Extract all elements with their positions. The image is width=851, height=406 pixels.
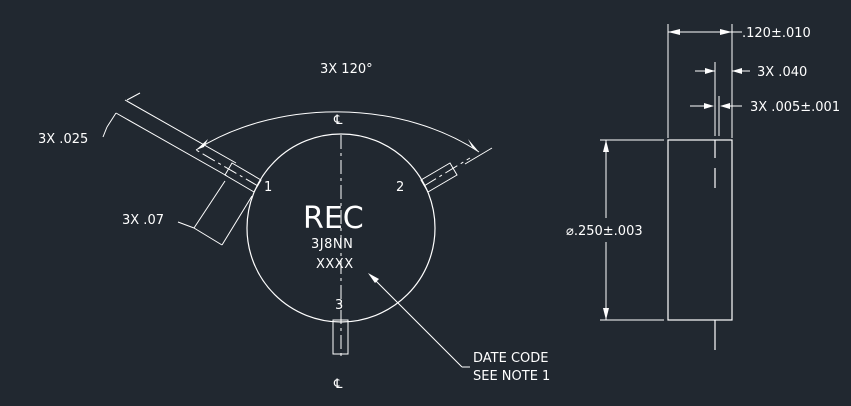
- lead-2-arc-ext: [464, 147, 493, 165]
- angle-arrow-left: [196, 139, 208, 150]
- angle-note: 3X 120°: [320, 62, 373, 77]
- lead-3: 3: [332, 298, 349, 355]
- lead-1-length-dim: [193, 227, 223, 246]
- diameter-arrow-bottom: [603, 308, 609, 320]
- angle-dimension: 3X 120°: [195, 60, 480, 153]
- date-code-arrow: [368, 273, 379, 283]
- lead-1-width-dim-b: [106, 112, 117, 128]
- pin-2-label: 2: [396, 180, 404, 195]
- date-code-note-line2: SEE NOTE 1: [473, 369, 550, 384]
- lead-width-note: 3X .025: [38, 132, 88, 147]
- side-body: [667, 139, 733, 321]
- marking-main: REC: [303, 201, 364, 236]
- angle-arrow-right: [468, 139, 479, 152]
- pin-1-label: 1: [264, 180, 272, 195]
- pin-3-label: 3: [335, 298, 343, 313]
- marking-code: XXXX: [316, 257, 354, 272]
- lead-2: 2: [396, 147, 493, 195]
- lead-1-centerline: [195, 149, 259, 187]
- date-code-note-line1: DATE CODE: [473, 351, 549, 366]
- lead-thk-arrow-left: [704, 103, 714, 109]
- lead-thk-arrow-right: [720, 103, 730, 109]
- lead-thickness-note: 3X .005±.001: [750, 100, 840, 115]
- lead-1-width-leader: [102, 126, 108, 138]
- diameter-arrow-top: [603, 140, 609, 152]
- diameter-note: ⌀.250±.003: [566, 224, 643, 239]
- lead-1-length-ext-a: [193, 180, 226, 229]
- offset-arrow-right: [732, 68, 742, 74]
- lead-2-outline: [420, 162, 458, 193]
- thickness-arrow-left: [668, 29, 680, 35]
- lead-offset-note: 3X .040: [757, 65, 807, 80]
- lead-1: 1: [102, 92, 272, 246]
- lead-3-outline: [332, 319, 349, 355]
- angle-dimension-arc: [195, 111, 480, 153]
- lead-1-ext-line-b: [115, 112, 228, 177]
- lead-1-length-leader: [177, 221, 195, 229]
- thickness-note: .120±.010: [742, 26, 811, 41]
- lead-2-centerline: [423, 157, 471, 187]
- offset-arrow-left: [705, 68, 715, 74]
- thickness-arrow-right: [720, 29, 732, 35]
- side-view: .120±.010 3X .040 3X .005±.001 ⌀.250±.00…: [566, 24, 840, 350]
- date-code-leader: [369, 274, 463, 368]
- angle-note-mask: [316, 60, 388, 76]
- marking-part: 3J8NN: [311, 237, 353, 252]
- centerline-symbol-top: ℄: [333, 113, 343, 128]
- centerline-symbol-bottom: ℄: [333, 377, 343, 392]
- lead-1-ext-line-a: [124, 99, 237, 164]
- front-view: ℄ ℄ 1 2 3: [38, 60, 550, 392]
- lead-1-length-ext-b: [221, 195, 253, 246]
- lead-1-width-dim-a: [126, 92, 141, 101]
- lead-length-note: 3X .07: [122, 213, 164, 228]
